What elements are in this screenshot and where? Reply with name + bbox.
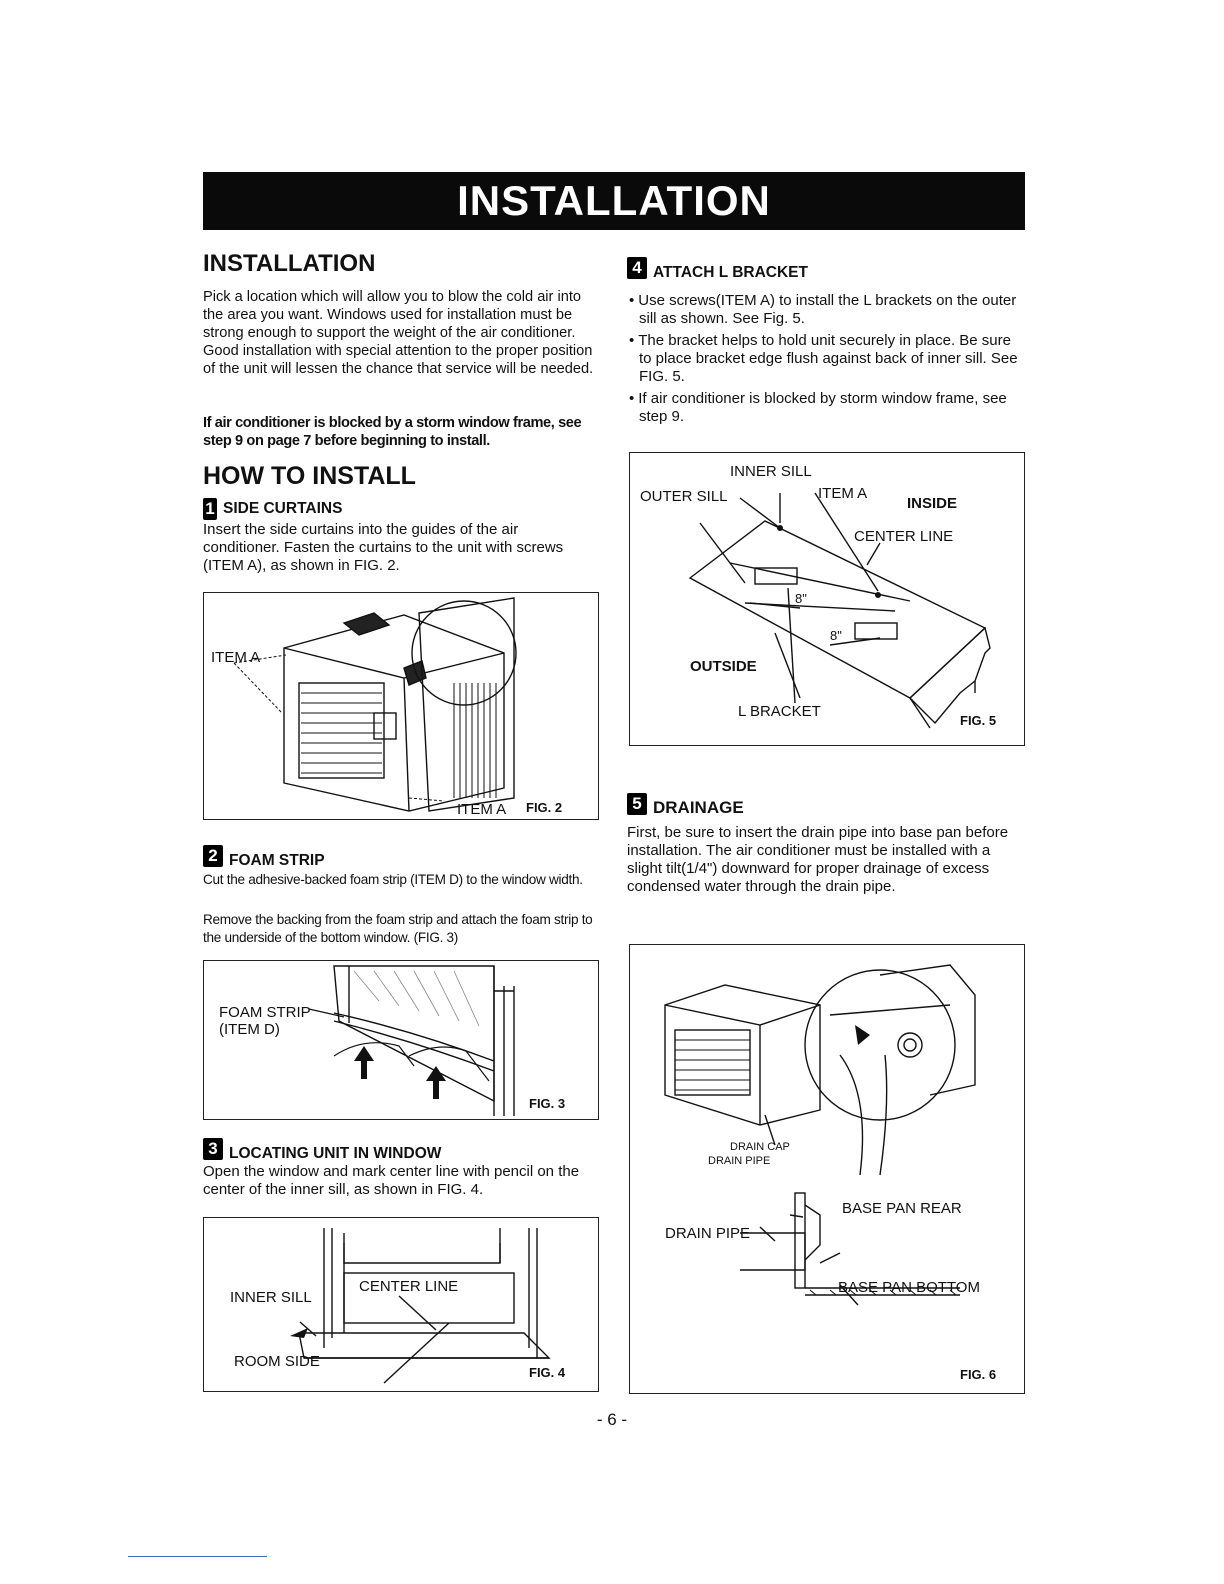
fig-5-inside-label: INSIDE: [907, 495, 958, 512]
fig-6-base-pan-bottom-label: BASE PAN BOTTOM: [838, 1279, 980, 1296]
installation-heading: INSTALLATION: [203, 250, 376, 277]
step-title: LOCATING UNIT IN WINDOW: [229, 1145, 442, 1162]
fig-5-item-a-label: ITEM A: [818, 485, 868, 502]
bullet-item: The bracket helps to hold unit securely …: [627, 332, 1022, 386]
fig-2-item-a-label-2: ITEM A: [457, 801, 507, 818]
fig-3: FOAM STRIP (ITEM D) FIG. 3: [203, 960, 599, 1120]
fig-2-caption: FIG. 2: [526, 800, 563, 815]
bullet-item: Use screws(ITEM A) to install the L brac…: [627, 292, 1022, 328]
fig-6-caption: FIG. 6: [960, 1367, 997, 1382]
fig-4-room-side-label: ROOM SIDE: [234, 1353, 320, 1370]
fig-6-base-pan-rear-label: BASE PAN REAR: [842, 1200, 962, 1217]
footer-rule: [128, 1556, 267, 1557]
fig-4-drawing: [290, 1228, 551, 1384]
fig-3-foam-strip-label: FOAM STRIP: [219, 1004, 311, 1021]
fig-5-inner-sill-label: INNER SILL: [730, 463, 812, 480]
step-title: ATTACH L BRACKET: [653, 264, 808, 281]
fig-6-drawing: [664, 964, 976, 1306]
step-3-body: Open the window and mark center line wit…: [203, 1163, 580, 1198]
step-2-header: 2 FOAM STRIP: [203, 842, 325, 870]
fig-6-drain-pipe-small-label: DRAIN PIPE: [708, 1155, 771, 1167]
step-number-badge: 1: [203, 498, 217, 520]
bullet-item: If air conditioner is blocked by storm w…: [627, 390, 1022, 426]
step-4-header: 4 ATTACH L BRACKET: [627, 254, 808, 282]
fig-5-center-line-label: CENTER LINE: [854, 528, 954, 545]
fig-5-caption: FIG. 5: [960, 713, 997, 728]
page-number: - 6 -: [596, 1410, 628, 1429]
step-1-header: 1 SIDE CURTAINS: [203, 498, 342, 520]
step-title: SIDE CURTAINS: [223, 500, 343, 517]
step-2-body-2: Remove the backing from the foam strip a…: [203, 912, 593, 945]
step-1-body: Insert the side curtains into the guides…: [203, 521, 564, 574]
fig-5-dimension-1: 8": [795, 591, 807, 606]
fig-4-center-line-label: CENTER LINE: [359, 1278, 459, 1295]
fig-4-caption: FIG. 4: [529, 1365, 566, 1380]
fig-6-drain-pipe-label: DRAIN PIPE: [665, 1225, 751, 1242]
fig-2: ITEM A ITEM A FIG. 2: [203, 592, 599, 820]
fig-5: INNER SILL OUTER SILL ITEM A INSIDE CENT…: [629, 452, 1025, 746]
step-number-badge: 3: [203, 1138, 223, 1160]
fig-2-drawing: [233, 597, 517, 812]
fig-5-drawing: [688, 492, 991, 729]
fig-3-item-d-label: (ITEM D): [219, 1021, 280, 1038]
fig-3-drawing: [308, 965, 515, 1116]
fig-5-outside-label: OUTSIDE: [690, 658, 757, 675]
page-banner: INSTALLATION: [203, 172, 1025, 230]
step-number-badge: 4: [627, 257, 647, 279]
how-to-install-heading: HOW TO INSTALL: [203, 462, 416, 490]
step-5-header: 5 DRAINAGE: [627, 790, 744, 818]
fig-5-dimension-2: 8": [830, 628, 842, 643]
step-number-badge: 5: [627, 793, 647, 815]
step-3-header: 3 LOCATING UNIT IN WINDOW: [203, 1135, 441, 1163]
installation-body: Pick a location which will allow you to …: [203, 289, 594, 377]
fig-4-inner-sill-label: INNER SILL: [230, 1289, 312, 1306]
fig-5-l-bracket-label: L BRACKET: [738, 703, 821, 720]
step-title: FOAM STRIP: [229, 852, 325, 869]
installation-note: If air conditioner is blocked by a storm…: [203, 415, 582, 449]
step-title: DRAINAGE: [653, 798, 744, 817]
fig-2-item-a-label: ITEM A: [211, 649, 261, 666]
fig-6: DRAIN CAP DRAIN PIPE BASE PAN REAR DRAIN…: [629, 944, 1025, 1394]
step-4-bullets: Use screws(ITEM A) to install the L brac…: [627, 292, 1022, 430]
fig-4: CENTER LINE INNER SILL ROOM SIDE FIG. 4: [203, 1217, 599, 1392]
fig-5-outer-sill-label: OUTER SILL: [640, 488, 728, 505]
fig-3-caption: FIG. 3: [529, 1096, 566, 1111]
step-2-body-1: Cut the adhesive-backed foam strip (ITEM…: [203, 872, 583, 887]
step-5-body: First, be sure to insert the drain pipe …: [627, 824, 1009, 895]
fig-6-drain-cap-label: DRAIN CAP: [730, 1141, 790, 1153]
step-number-badge: 2: [203, 845, 223, 867]
